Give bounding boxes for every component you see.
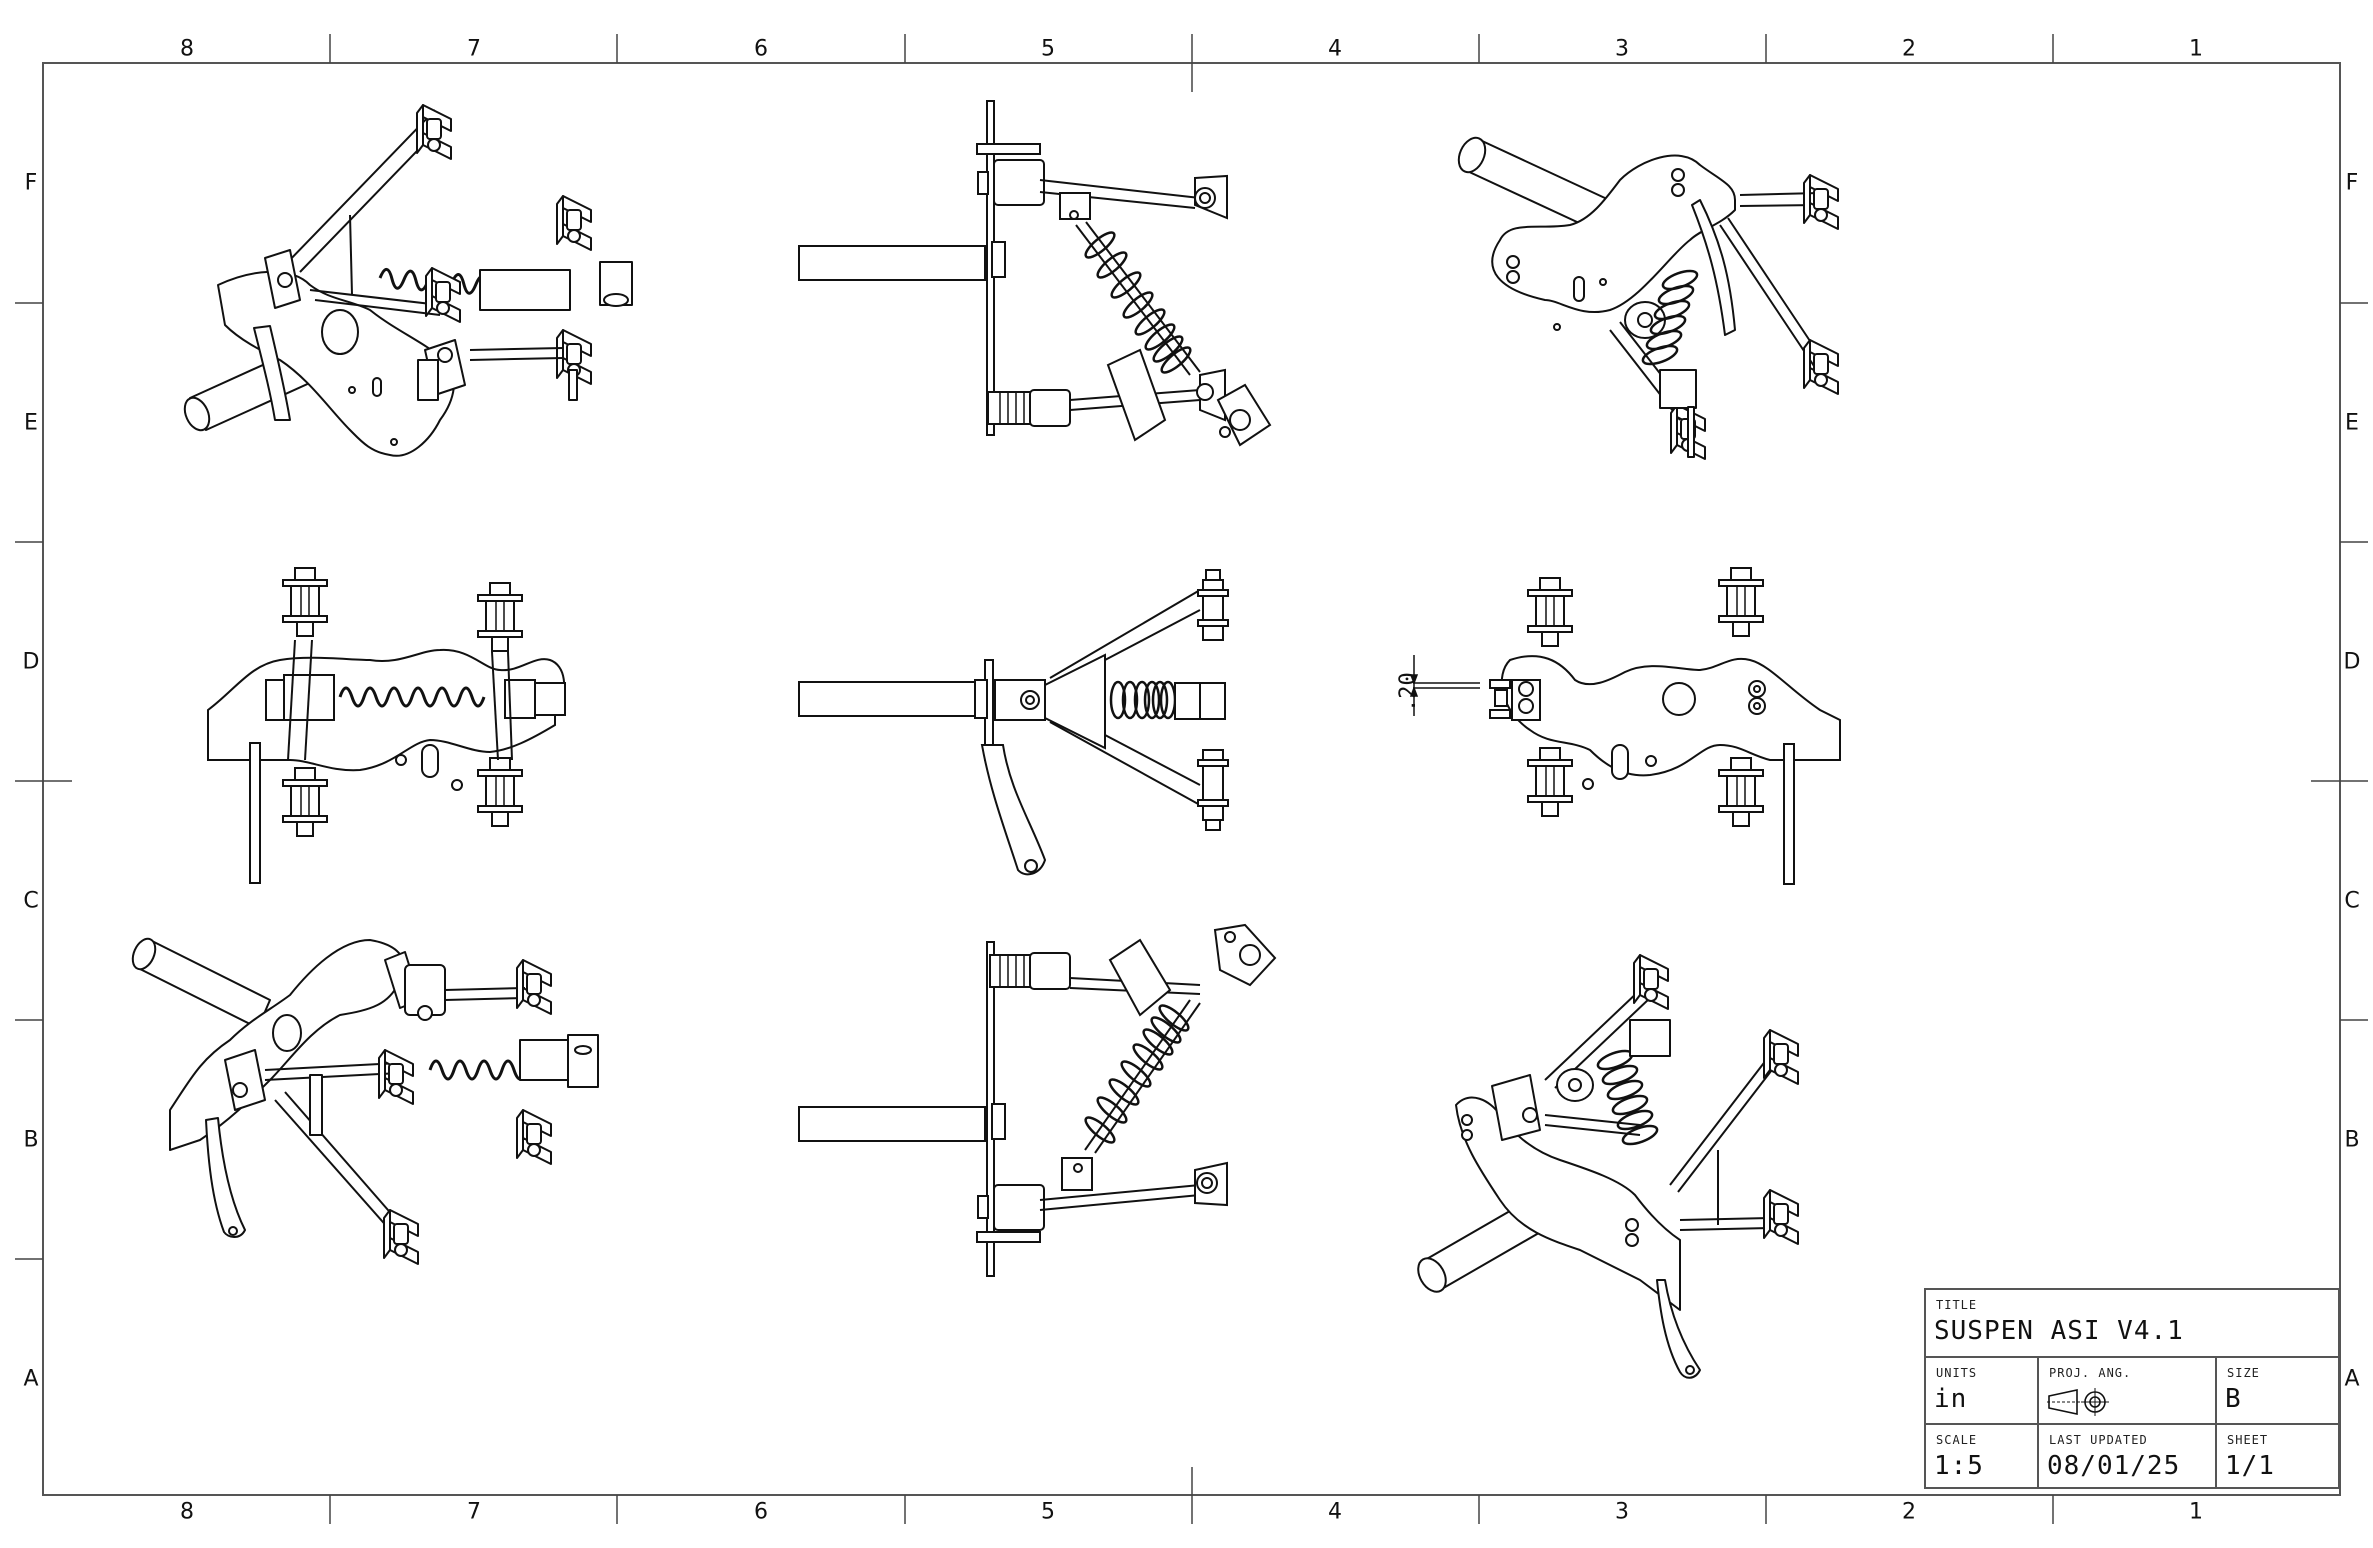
- zone-col-top-7: 7: [467, 36, 481, 62]
- view-iso-bottom-right: [1417, 954, 1799, 1379]
- updated-cell: LAST UPDATED 08/01/25: [2039, 1425, 2215, 1489]
- sheet-value: 1/1: [2225, 1451, 2275, 1481]
- zone-row-left-F: F: [24, 170, 38, 196]
- zone-row-left-B: B: [23, 1127, 39, 1153]
- view-side-top-center: [798, 100, 1272, 447]
- third-angle-projection-icon: [2047, 1388, 2109, 1416]
- updated-value: 08/01/25: [2047, 1451, 2181, 1481]
- zone-row-left-D: D: [22, 649, 40, 675]
- zone-row-right-F: F: [2345, 170, 2359, 196]
- size-label: SIZE: [2227, 1366, 2260, 1380]
- zone-col-bottom-3: 3: [1615, 1499, 1629, 1525]
- scale-cell: SCALE 1:5: [1926, 1425, 2037, 1489]
- zone-col-bottom-4: 4: [1328, 1499, 1342, 1525]
- title-block-divider: [1926, 1423, 2338, 1425]
- sheet-cell: SHEET 1/1: [2217, 1425, 2338, 1489]
- bottom-column-ticks: [329, 1467, 2054, 1524]
- zone-col-bottom-5: 5: [1041, 1499, 1055, 1525]
- title-block: TITLE SUSPEN ASI V4.1 UNITS in PROJ. ANG…: [1924, 1288, 2340, 1489]
- view-rear-mid-right: [1409, 567, 1841, 885]
- zone-row-left-E: E: [24, 410, 38, 436]
- zone-col-top-2: 2: [1902, 36, 1916, 62]
- title-block-divider: [2215, 1356, 2217, 1489]
- updated-label: LAST UPDATED: [2049, 1433, 2148, 1447]
- title-block-divider: [2037, 1356, 2039, 1489]
- view-iso-bottom-left: [131, 937, 599, 1265]
- view-iso-top-left: [183, 104, 633, 457]
- zone-row-right-E: E: [2345, 410, 2359, 436]
- right-row-ticks: [2311, 302, 2368, 1021]
- top-column-ticks: [329, 34, 2054, 92]
- units-label: UNITS: [1936, 1366, 1978, 1380]
- size-value: B: [2225, 1384, 2242, 1414]
- dimension-value: .20: [1396, 672, 1421, 712]
- zone-col-top-1: 1: [2189, 36, 2203, 62]
- title-block-divider: [1926, 1356, 2338, 1358]
- projection-cell: PROJ. ANG.: [2039, 1358, 2215, 1423]
- sheet-border: [42, 62, 2341, 1496]
- size-cell: SIZE B: [2217, 1358, 2338, 1423]
- zone-col-top-3: 3: [1615, 36, 1629, 62]
- zone-col-bottom-1: 1: [2189, 1499, 2203, 1525]
- view-iso-top-right: [1457, 136, 1839, 460]
- zone-col-top-6: 6: [754, 36, 768, 62]
- view-side-bottom-center: [798, 923, 1277, 1277]
- zone-row-left-C: C: [23, 888, 39, 914]
- title-cell: TITLE SUSPEN ASI V4.1: [1926, 1290, 2338, 1356]
- zone-col-top-5: 5: [1041, 36, 1055, 62]
- view-front-mid-left: [207, 567, 566, 884]
- sheet-label: SHEET: [2227, 1433, 2269, 1447]
- title-label: TITLE: [1936, 1298, 1978, 1312]
- zone-row-right-A: A: [2344, 1366, 2360, 1392]
- zone-col-top-4: 4: [1328, 36, 1342, 62]
- zone-row-right-B: B: [2344, 1127, 2360, 1153]
- zone-col-bottom-2: 2: [1902, 1499, 1916, 1525]
- dimension-line: [1409, 655, 1480, 716]
- zone-row-left-A: A: [23, 1366, 39, 1392]
- left-row-ticks: [15, 302, 72, 1260]
- scale-value: 1:5: [1934, 1451, 1984, 1481]
- drawing-title: SUSPEN ASI V4.1: [1934, 1316, 2184, 1346]
- scale-label: SCALE: [1936, 1433, 1978, 1447]
- zone-row-right-D: D: [2343, 649, 2361, 675]
- zone-col-bottom-8: 8: [180, 1499, 194, 1525]
- zone-col-top-8: 8: [180, 36, 194, 62]
- view-top-mid-center: [798, 569, 1229, 876]
- zone-row-right-C: C: [2344, 888, 2360, 914]
- projection-label: PROJ. ANG.: [2049, 1366, 2132, 1380]
- zone-col-bottom-6: 6: [754, 1499, 768, 1525]
- units-cell: UNITS in: [1926, 1358, 2037, 1423]
- zone-col-bottom-7: 7: [467, 1499, 481, 1525]
- units-value: in: [1934, 1384, 1968, 1414]
